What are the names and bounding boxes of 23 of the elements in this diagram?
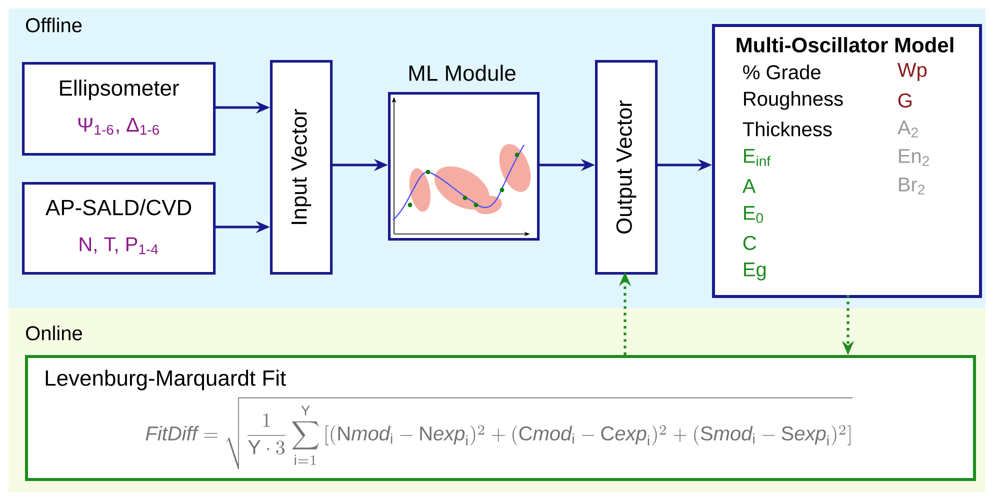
parameter-label: A$_{2}$ — [897, 120, 918, 138]
parameter-label: Thickness — [742, 122, 832, 136]
parameter-label: En$_{2}$ — [899, 149, 929, 166]
parameter-label: Eg — [744, 262, 766, 280]
parameter-label: G — [898, 93, 912, 108]
vector-box: Input Vector — [270, 60, 333, 275]
box-heading: Levenburg-Marquardt Fit — [46, 370, 286, 390]
parameter-label: A — [742, 179, 756, 193]
source-box: Ellipsometer Ψ$_{1-6}$, Δ$_{1-6}$ — [22, 62, 216, 156]
parameter-label: Br$_{2}$ — [899, 178, 924, 194]
parameter-label: E$_{inf}$ — [744, 148, 771, 166]
band-label: Offline — [26, 18, 82, 32]
source-box: AP-SALD/CVD N, T, P$_{1-4}$ — [22, 182, 216, 275]
band-label: Online — [26, 326, 82, 340]
parameter-label: % Grade — [743, 64, 820, 80]
parameter-label: Roughness — [744, 91, 843, 110]
formula: $\mathit{FitDiff}=\sqrt{\frac{1}{\mathrm{Y}\cdot 3}\sum_{\mathrm{i}=1}^{\mathrm{Y}}\left[(\mathrm{N}\mathit{mod}_{\mathrm{i}}-\mathrm{N}\mathit{exp}_{\mathrm{i}})^{2}+(\mathrm{C}\mathit{mod}_{\mathrm{i}}-\mathrm{C}\mathit{exp}_{\mathrm{i}})^{2}+(\mathrm{S}\mathit{mod}_{\mathrm{i}}-\mathrm{S}\mathit{exp}_{\mathrm{i}})^{2}\right]}$ — [146, 397, 853, 470]
box-heading: ML Module — [409, 64, 516, 81]
vector-box: Output Vector — [595, 60, 658, 275]
box-heading: Multi-Oscillator Model — [736, 37, 954, 52]
parameter-label: E$_{0}$ — [744, 206, 763, 223]
parameter-label: C — [743, 236, 756, 250]
parameter-label: Wp — [898, 63, 927, 81]
